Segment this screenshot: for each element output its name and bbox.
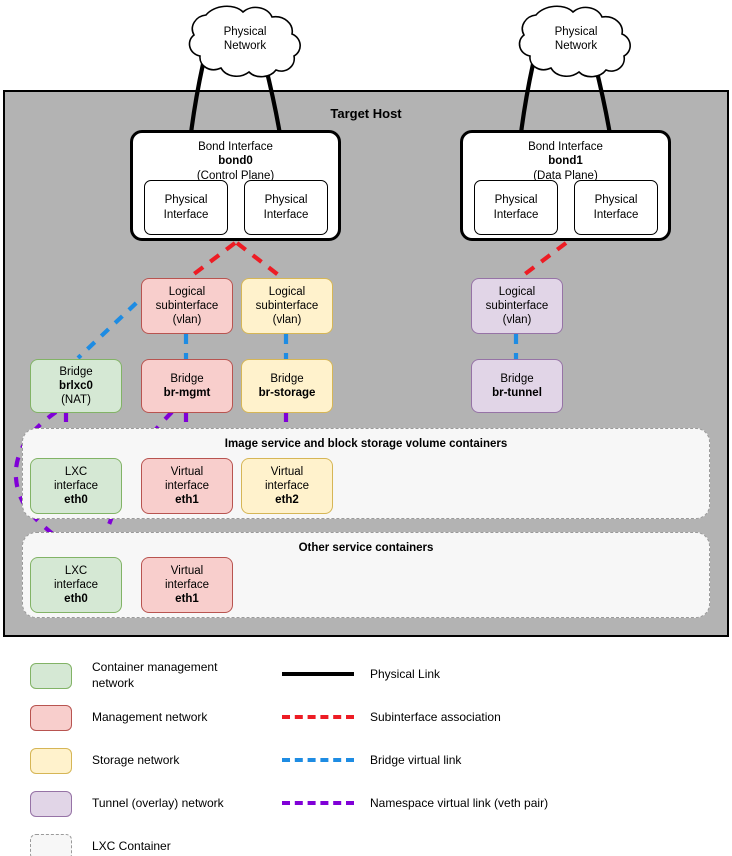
legend-label-storage: Storage network	[92, 753, 180, 768]
legend-subinterface-assoc: Subinterface association	[282, 710, 501, 724]
legend-swatch-lxc-container	[30, 834, 72, 856]
legend-lxc-container: LXC Container	[30, 834, 280, 856]
legend-line-namespace	[282, 801, 354, 805]
c2-lxc-interface-eth0[interactable]: LXC interface eth0	[30, 557, 122, 613]
bond0-id: bond0	[218, 155, 253, 168]
bond1-role: (Data Plane)	[533, 169, 598, 182]
c1-lxc-interface-eth0[interactable]: LXC interface eth0	[30, 458, 122, 514]
legend-tunnel-overlay-network: Tunnel (overlay) network	[30, 791, 280, 817]
bond0-physical-interface-2[interactable]: Physical Interface	[244, 180, 328, 235]
cloud-left-line2: Network	[223, 40, 267, 53]
logical-subinterface-tunnel[interactable]: Logical subinterface (vlan)	[471, 278, 563, 334]
legend-line-subinterface	[282, 715, 354, 719]
bridge-br-mgmt[interactable]: Bridge br-mgmt	[141, 359, 233, 413]
legend-label-bridge-virtual-link: Bridge virtual link	[370, 753, 462, 767]
c1-virtual-interface-eth2[interactable]: Virtual interface eth2	[241, 458, 333, 514]
lxc-container-1-title: Image service and block storage volume c…	[224, 438, 508, 450]
legend: Container management network Management …	[0, 645, 732, 856]
bridge-br-storage[interactable]: Bridge br-storage	[241, 359, 333, 413]
bond1-title: Bond Interface	[528, 141, 603, 153]
cloud-right-label: Physical Network	[521, 25, 631, 54]
legend-storage-network: Storage network	[30, 748, 280, 774]
lxc-container-image-block-storage: Image service and block storage volume c…	[22, 428, 710, 519]
legend-namespace-virtual-link: Namespace virtual link (veth pair)	[282, 796, 548, 810]
bond1-caption: Bond Interface bond1 (Data Plane)	[528, 140, 603, 183]
legend-label-subinterface-assoc: Subinterface association	[370, 710, 501, 724]
legend-physical-link: Physical Link	[282, 667, 440, 681]
cloud-right-line1: Physical	[554, 26, 598, 38]
cloud-right-line2: Network	[554, 40, 598, 53]
bridge-br-tunnel[interactable]: Bridge br-tunnel	[471, 359, 563, 413]
legend-label-physical-link: Physical Link	[370, 667, 441, 681]
legend-swatch-container-management	[30, 662, 72, 689]
legend-label-tunnel: Tunnel (overlay) network	[92, 796, 224, 811]
page-title: Target Host	[330, 106, 402, 121]
legend-management-network: Management network	[30, 705, 280, 731]
legend-label-lxc-container: LXC Container	[92, 839, 171, 854]
legend-line-physical	[282, 672, 354, 676]
bond1-physical-interface-1[interactable]: Physical Interface	[474, 180, 558, 235]
legend-label-container-management: Container management network	[92, 660, 218, 690]
legend-container-management-network: Container management network	[30, 660, 280, 691]
logical-subinterface-mgmt[interactable]: Logical subinterface (vlan)	[141, 278, 233, 334]
bond1-physical-interface-2[interactable]: Physical Interface	[574, 180, 658, 235]
legend-swatch-storage	[30, 748, 72, 774]
bond0-title: Bond Interface	[198, 141, 273, 153]
legend-line-bridge	[282, 758, 354, 762]
cloud-left-line1: Physical	[223, 26, 267, 38]
c1-virtual-interface-eth1[interactable]: Virtual interface eth1	[141, 458, 233, 514]
legend-swatch-tunnel	[30, 791, 72, 817]
bridge-brlxc0[interactable]: Bridge brlxc0 (NAT)	[30, 359, 122, 413]
legend-label-namespace-virtual-link: Namespace virtual link (veth pair)	[370, 796, 549, 810]
legend-swatch-management	[30, 705, 72, 731]
bond0-role: (Control Plane)	[196, 169, 275, 182]
logical-subinterface-storage[interactable]: Logical subinterface (vlan)	[241, 278, 333, 334]
bond1-id: bond1	[548, 155, 583, 168]
lxc-container-2-title: Other service containers	[298, 542, 434, 554]
bond0-physical-interface-1[interactable]: Physical Interface	[144, 180, 228, 235]
bond0-caption: Bond Interface bond0 (Control Plane)	[197, 140, 274, 183]
legend-bridge-virtual-link: Bridge virtual link	[282, 753, 461, 767]
cloud-left-label: Physical Network	[190, 25, 300, 54]
legend-label-management: Management network	[92, 710, 208, 725]
c2-virtual-interface-eth1[interactable]: Virtual interface eth1	[141, 557, 233, 613]
lxc-container-other-services: Other service containers	[22, 532, 710, 618]
